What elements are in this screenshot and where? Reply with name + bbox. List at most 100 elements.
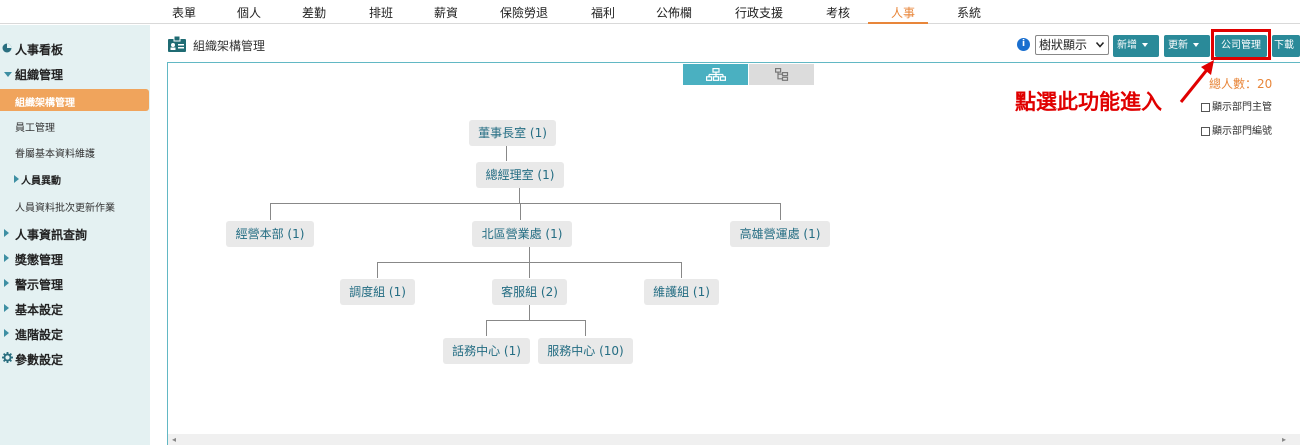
sidebar-item-label: 人員資料批次更新作業 — [15, 203, 115, 214]
sidebar-item-label: 組織架構管理 — [15, 98, 75, 109]
company-management-button[interactable]: 公司管理 — [1215, 35, 1267, 57]
show-manager-option[interactable]: 顯示部門主管 — [1201, 98, 1272, 113]
connector-line — [529, 262, 530, 278]
tab-tree-view[interactable] — [749, 64, 814, 85]
add-button[interactable]: 新增 — [1113, 35, 1159, 57]
add-button-label: 新增 — [1117, 40, 1137, 51]
view-mode-value: 樹狀顯示 — [1039, 38, 1088, 52]
sidebar-item-alerts[interactable]: 警示管理 — [0, 272, 150, 294]
nav-item-payroll[interactable]: 薪資 — [434, 6, 459, 20]
tree-structure-icon — [774, 68, 788, 81]
sidebar-item-advanced-settings[interactable]: 進階設定 — [0, 322, 150, 344]
show-dept-code-option[interactable]: 顯示部門編號 — [1201, 122, 1272, 137]
total-headcount: 總人數：20 — [1209, 77, 1273, 91]
horizontal-scrollbar[interactable]: ◂ ▸ — [168, 434, 1300, 445]
show-manager-checkbox[interactable] — [1201, 102, 1210, 112]
sidebar-item-dependents[interactable]: 眷屬基本資料維護 — [0, 141, 150, 163]
tab-org-chart-view[interactable] — [683, 64, 748, 85]
connector-line — [529, 246, 530, 262]
show-dept-code-checkbox[interactable] — [1201, 126, 1210, 136]
connector-line — [270, 203, 781, 204]
caret-right-icon — [14, 175, 19, 183]
sidebar-item-label: 員工管理 — [15, 123, 55, 134]
scroll-right-icon[interactable]: ▸ — [1281, 435, 1286, 444]
caret-right-icon — [4, 229, 9, 237]
sidebar: 人事看板 組織管理 組織架構管理 員工管理 眷屬基本資料維護 人員異動 人員資料… — [0, 25, 150, 445]
sidebar-item-label: 組織管理 — [15, 68, 64, 82]
info-icon[interactable]: i — [1017, 38, 1030, 51]
scroll-left-icon[interactable]: ◂ — [172, 435, 177, 444]
sidebar-item-label: 參數設定 — [15, 353, 64, 367]
connector-line — [486, 320, 487, 336]
sidebar-item-label: 眷屬基本資料維護 — [15, 149, 95, 160]
sidebar-item-label: 基本設定 — [15, 303, 64, 317]
caret-right-icon — [4, 254, 9, 262]
sidebar-item-label: 人事看板 — [15, 43, 64, 57]
caret-down-icon — [1142, 43, 1148, 47]
connector-line — [529, 304, 530, 320]
connector-line — [681, 262, 682, 278]
nav-item-personal[interactable]: 個人 — [237, 6, 262, 20]
annotation-note: 點選此功能進入 — [1015, 89, 1162, 114]
sidebar-item-org-structure[interactable]: 組織架構管理 — [0, 89, 149, 111]
nav-item-system[interactable]: 系統 — [957, 6, 982, 20]
sidebar-item-employee-management[interactable]: 員工管理 — [0, 115, 150, 137]
org-node-north-sales[interactable]: 北區營業處 (1) — [472, 221, 572, 247]
connector-line — [506, 146, 507, 161]
nav-item-bulletin[interactable]: 公佈欄 — [656, 6, 693, 20]
org-chart-canvas — [167, 62, 1300, 445]
connector-line — [520, 203, 521, 220]
sidebar-item-personnel-changes[interactable]: 人員異動 — [0, 168, 150, 190]
highlight-box — [1211, 29, 1271, 60]
sidebar-item-hr-dashboard[interactable]: 人事看板 — [0, 37, 150, 59]
org-node-customer-service[interactable]: 客服組 (2) — [492, 279, 567, 305]
nav-item-admin-support[interactable]: 行政支援 — [735, 6, 784, 20]
org-chart-icon — [705, 68, 726, 81]
sidebar-item-label: 獎懲管理 — [15, 253, 64, 267]
connector-line — [519, 187, 520, 203]
sidebar-item-label: 人事資訊查詢 — [15, 228, 88, 242]
org-node-business-division[interactable]: 經營本部 (1) — [226, 221, 314, 247]
sidebar-item-hr-info-query[interactable]: 人事資訊查詢 — [0, 222, 150, 244]
caret-down-icon — [4, 72, 12, 77]
nav-item-attendance[interactable]: 差勤 — [302, 6, 327, 20]
nav-item-hr[interactable]: 人事 — [891, 6, 916, 20]
caret-right-icon — [4, 329, 9, 337]
caret-right-icon — [4, 304, 9, 312]
connector-line — [270, 203, 271, 220]
update-button[interactable]: 更新 — [1164, 35, 1210, 57]
sidebar-item-org-management[interactable]: 組織管理 — [0, 62, 150, 84]
pie-chart-icon — [2, 43, 12, 53]
org-node-general-manager[interactable]: 總經理室 (1) — [476, 162, 564, 188]
nav-item-forms[interactable]: 表單 — [172, 6, 197, 20]
sidebar-item-batch-update[interactable]: 人員資料批次更新作業 — [0, 195, 150, 217]
top-nav: 表單 個人 差勤 排班 薪資 保險勞退 福利 公佈欄 行政支援 考核 人事 系統 — [0, 0, 1300, 24]
chevron-down-icon — [1096, 42, 1104, 48]
nav-active-indicator — [868, 22, 928, 24]
sidebar-item-rewards[interactable]: 獎懲管理 — [0, 247, 150, 269]
org-node-maintenance[interactable]: 維護組 (1) — [644, 279, 719, 305]
download-button[interactable]: 下載 — [1272, 35, 1300, 57]
org-node-chairman[interactable]: 董事長室 (1) — [469, 120, 556, 146]
annotation-arrow-icon — [1179, 60, 1214, 103]
org-node-call-center[interactable]: 話務中心 (1) — [443, 338, 530, 364]
nav-item-scheduling[interactable]: 排班 — [369, 6, 394, 20]
sidebar-item-parameter-settings[interactable]: 參數設定 — [0, 347, 150, 369]
org-node-service-center[interactable]: 服務中心 (10) — [538, 338, 633, 364]
org-node-kaohsiung-operations[interactable]: 高雄營運處 (1) — [730, 221, 830, 247]
org-node-dispatch[interactable]: 調度組 (1) — [340, 279, 415, 305]
connector-line — [780, 203, 781, 220]
id-card-icon — [168, 36, 186, 52]
caret-right-icon — [4, 279, 9, 287]
connector-line — [377, 262, 378, 278]
caret-down-icon — [1193, 43, 1199, 47]
sidebar-item-basic-settings[interactable]: 基本設定 — [0, 297, 150, 319]
view-tabs — [683, 64, 814, 85]
gear-icon — [2, 352, 13, 363]
nav-item-welfare[interactable]: 福利 — [591, 6, 616, 20]
nav-item-insurance[interactable]: 保險勞退 — [500, 6, 549, 20]
view-mode-select[interactable]: 樹狀顯示 — [1035, 35, 1109, 55]
page-title: 組織架構管理 — [193, 39, 266, 53]
sidebar-item-label: 進階設定 — [15, 328, 64, 342]
nav-item-evaluation[interactable]: 考核 — [826, 6, 851, 20]
